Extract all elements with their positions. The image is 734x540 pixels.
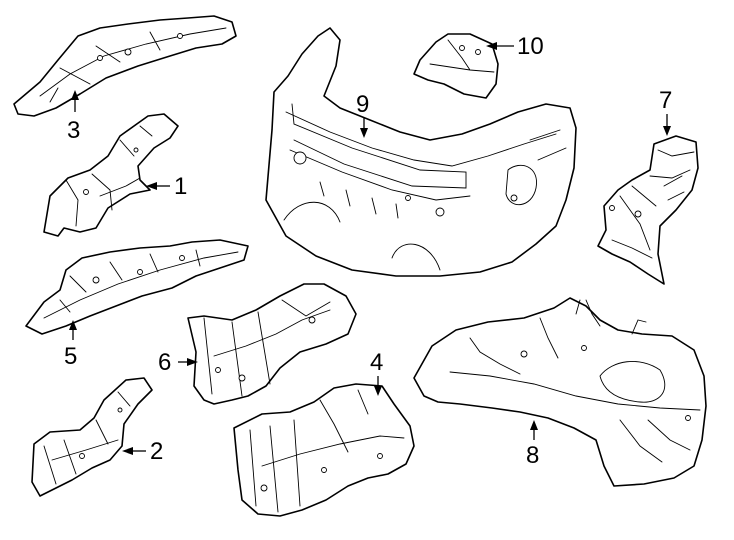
- callout-9: 9: [356, 91, 369, 138]
- callout-4: 4: [370, 349, 383, 396]
- part-9-drawing: [265, 27, 577, 277]
- part-5-drawing: [25, 239, 249, 335]
- callout-2: 2: [122, 438, 163, 465]
- part-10-drawing: [413, 33, 499, 99]
- callout-8: 8: [526, 420, 539, 469]
- callout-label-2: 2: [150, 438, 163, 465]
- callout-10: 10: [486, 33, 544, 60]
- callout-label-6: 6: [158, 349, 171, 376]
- part-6-drawing: [187, 283, 357, 405]
- callout-label-10: 10: [517, 33, 544, 60]
- part-3-drawing: [13, 15, 237, 117]
- callout-label-1: 1: [174, 173, 187, 200]
- callout-1: 1: [146, 173, 187, 200]
- callout-3: 3: [67, 90, 80, 144]
- callout-5: 5: [64, 320, 77, 370]
- part-8-drawing: [413, 297, 707, 487]
- callout-label-9: 9: [356, 91, 369, 118]
- callout-6: 6: [158, 349, 198, 376]
- callout-label-5: 5: [64, 343, 77, 370]
- part-1-drawing: [43, 113, 179, 237]
- part-4-drawing: [233, 383, 415, 517]
- callout-label-4: 4: [370, 349, 383, 376]
- part-2-drawing: [31, 377, 153, 497]
- part-7-drawing: [597, 135, 699, 285]
- callout-7: 7: [659, 87, 672, 136]
- callout-label-7: 7: [659, 87, 672, 114]
- callout-label-3: 3: [67, 117, 80, 144]
- callout-label-8: 8: [526, 442, 539, 469]
